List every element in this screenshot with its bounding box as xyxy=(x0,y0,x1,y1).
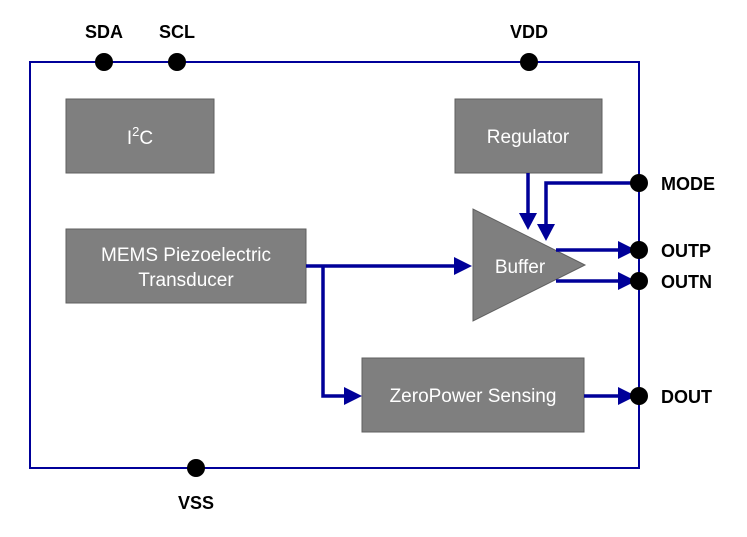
pin-sda-dot xyxy=(95,53,113,71)
pin-mode-dot xyxy=(630,174,648,192)
pin-dout-label: DOUT xyxy=(661,387,712,407)
mems-label-line2: Transducer xyxy=(138,270,234,291)
i2c-label: I2C xyxy=(127,124,153,149)
chip-outline xyxy=(29,61,640,469)
pin-scl-dot xyxy=(168,53,186,71)
pin-scl-label: SCL xyxy=(159,22,195,42)
buffer-label: Buffer xyxy=(495,257,546,278)
pin-outp-dot xyxy=(630,241,648,259)
pin-vss-label: VSS xyxy=(178,493,214,513)
wire-mode-buffer xyxy=(544,181,639,227)
i2c-block: I2C xyxy=(65,98,215,174)
arrow-mems-zeropower xyxy=(344,387,362,405)
pin-vdd-dot xyxy=(520,53,538,71)
pin-vss-dot xyxy=(187,459,205,477)
pin-mode-label: MODE xyxy=(661,174,715,194)
arrow-mode-buffer xyxy=(537,224,555,241)
arrow-buffer-outp xyxy=(618,241,636,259)
mems-label-line1: MEMS Piezoelectric xyxy=(101,245,271,266)
pin-outp-label: OUTP xyxy=(661,241,711,261)
arrow-regulator-buffer xyxy=(519,213,537,230)
arrow-zeropower-dout xyxy=(618,387,636,405)
wire-mems-zeropower xyxy=(321,266,347,398)
zeropower-block: ZeroPower Sensing xyxy=(361,357,585,433)
pin-dout-dot xyxy=(630,387,648,405)
pin-sda-label: SDA xyxy=(85,22,123,42)
arrow-mems-buffer xyxy=(454,257,472,275)
pin-outn-label: OUTN xyxy=(661,272,712,292)
regulator-label: Regulator xyxy=(487,127,570,148)
arrow-buffer-outn xyxy=(618,272,636,290)
pin-outn-dot xyxy=(630,272,648,290)
pin-vdd-label: VDD xyxy=(510,22,548,42)
regulator-block: Regulator xyxy=(454,98,603,174)
buffer-block: Buffer xyxy=(472,208,587,322)
mems-block: MEMS Piezoelectric Transducer xyxy=(65,228,307,304)
zeropower-label: ZeroPower Sensing xyxy=(390,386,557,407)
